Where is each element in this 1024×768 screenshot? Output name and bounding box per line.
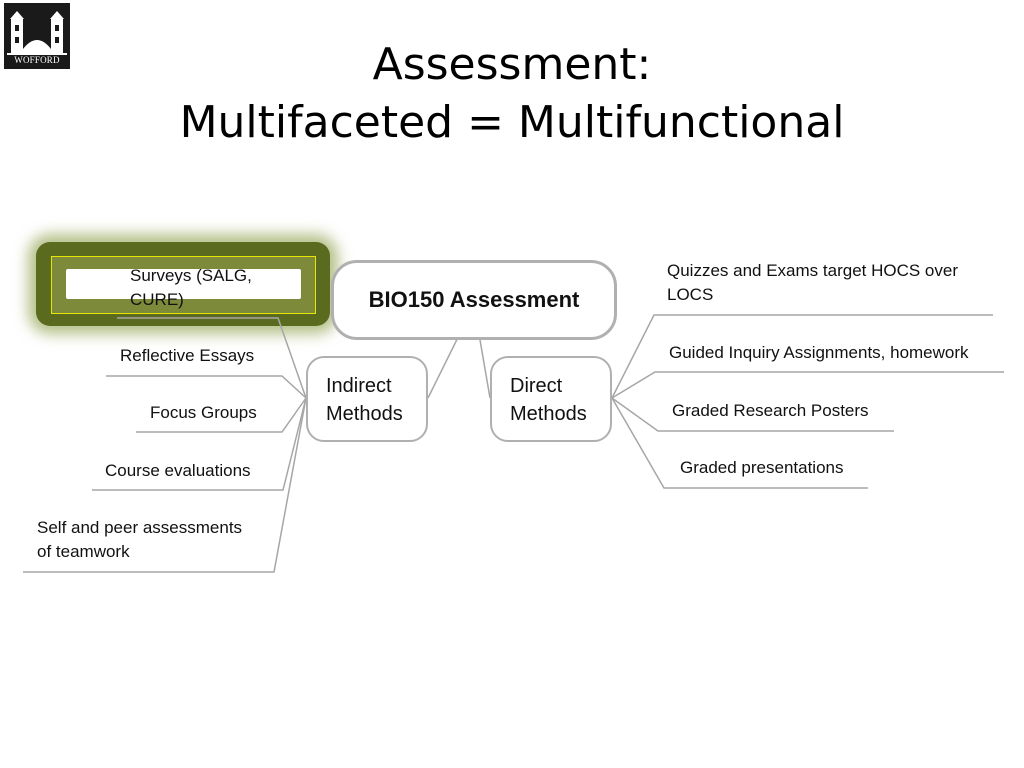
direct-label-line-2: Methods (510, 403, 587, 425)
connector-course-evaluations (92, 397, 307, 491)
connector-quizzes (611, 314, 993, 399)
connector-reflective-essays (106, 375, 307, 399)
indirect-methods-node: Indirect Methods (306, 356, 428, 442)
leaf-self-peer-line-1: Self and peer assessments (37, 518, 243, 537)
slide-title: Assessment: Multifaceted = Multifunction… (0, 36, 1024, 152)
leaf-course-evaluations: Course evaluations (105, 459, 251, 483)
wofford-logo: WOFFORD (4, 3, 70, 69)
leaf-surveys-line-2: CURE) (130, 290, 184, 309)
leaf-surveys-line-1: Surveys (SALG, (130, 266, 252, 285)
leaf-self-peer-assessments: Self and peer assessments of teamwork (37, 516, 242, 564)
title-line-1: Assessment: (372, 39, 652, 90)
leaf-focus-groups-label: Focus Groups (150, 403, 257, 422)
leaf-guided-inquiry-label: Guided Inquiry Assignments, homework (669, 343, 969, 362)
center-node-label: BIO150 Assessment (368, 287, 580, 312)
connector-presentations (611, 397, 868, 489)
indirect-label-line-2: Methods (326, 403, 403, 425)
leaf-presentations: Graded presentations (680, 456, 844, 480)
leaf-surveys: Surveys (SALG, CURE) (130, 264, 252, 312)
connector-research-posters (611, 397, 894, 432)
leaf-quizzes-line-1: Quizzes and Exams target HOCS over (667, 261, 959, 280)
leaf-reflective-essays-label: Reflective Essays (120, 346, 255, 365)
direct-label-line-1: Direct (510, 375, 563, 397)
direct-methods-node: Direct Methods (490, 356, 612, 442)
leaf-reflective-essays: Reflective Essays (120, 344, 254, 368)
connector-self-peer (23, 397, 307, 573)
leaf-quizzes-exams: Quizzes and Exams target HOCS over LOCS (667, 259, 958, 307)
center-node: BIO150 Assessment (331, 260, 617, 340)
leaf-focus-groups: Focus Groups (150, 401, 257, 425)
leaf-guided-inquiry: Guided Inquiry Assignments, homework (669, 341, 969, 365)
connector-focus-groups (136, 397, 307, 433)
leaf-quizzes-line-2: LOCS (667, 285, 714, 304)
leaf-presentations-label: Graded presentations (680, 458, 844, 477)
leaf-research-posters-label: Graded Research Posters (672, 401, 869, 420)
title-line-2: Multifaceted = Multifunctional (179, 97, 845, 148)
leaf-course-evaluations-label: Course evaluations (105, 461, 251, 480)
highlight-label-background (66, 269, 301, 299)
leaf-self-peer-line-2: of teamwork (37, 542, 130, 561)
college-building-logo-icon (7, 11, 67, 55)
connector-guided-inquiry (611, 371, 1004, 399)
logo-text: WOFFORD (14, 55, 60, 65)
indirect-label-line-1: Indirect (326, 375, 392, 397)
leaf-research-posters: Graded Research Posters (672, 399, 869, 423)
connector-surveys (117, 317, 307, 399)
